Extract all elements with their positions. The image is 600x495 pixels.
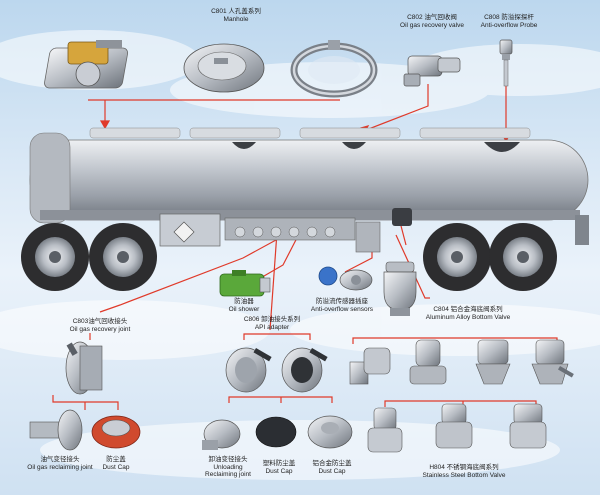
rear-bumper [575,215,589,245]
oil-gas-recovery-valve [403,55,461,87]
label-unloading-joint-en2: Reclaiming joint [205,471,251,478]
label-probe-en: Anti-overflow Probe [480,21,538,29]
label-oil-shower: 防油器 Oil shower [214,298,274,313]
label-stainless-valve: H804 不锈钢海底阀系列 Stainless Steel Bottom Val… [408,464,520,479]
label-api-adapter: C806 卸油接头系列 API adapter [236,316,308,331]
label-dust-cap-1-cn: 防尘盖 [106,456,126,463]
dust-cap-plastic [255,416,297,448]
tanker-truck [21,127,589,291]
label-bottom-valve-en: Aluminum Alloy Bottom Valve [425,313,511,321]
manhole-cover-round [183,43,265,93]
label-unloading-joint-cn: 卸油变径接头 [208,456,248,463]
oil-shower-device [219,270,271,297]
bottom-valve-row-stainless [367,403,547,453]
unloading-reclaiming-joint [202,419,241,450]
oil-gas-reclaiming-joint [29,409,83,451]
label-recovery-valve: C802 油气回收阀 Oil gas recovery valve [388,14,476,29]
label-manhole: C801 人孔盖系列 Manhole [196,8,276,23]
label-dust-cap-2-en: Dust Cap [265,467,293,475]
label-manhole-code: C801 人孔盖系列 [211,8,261,15]
wheels [21,223,557,291]
label-sensors-en: Anti-overflow sensors [310,305,374,313]
dust-cap-aluminum [307,415,353,449]
label-dust-cap-3-cn: 铝合金防尘盖 [312,460,352,467]
label-dust-cap-2-cn: 塑料防尘盖 [262,460,296,467]
bottom-valve-row-aluminum [349,339,574,385]
label-bottom-valve: C804 铝合金海底阀系列 Aluminum Alloy Bottom Valv… [416,306,520,321]
label-stainless-valve-code: H804 不锈钢海底阀系列 [429,464,499,471]
aluminum-alloy-bottom-valve [383,261,417,316]
label-probe: C808 防溢探探杆 Anti-overflow Probe [472,14,546,29]
label-dust-cap-2: 塑料防尘盖 Dust Cap [254,460,304,475]
label-oil-shower-en: Oil shower [228,305,260,313]
api-adapter-left [225,347,272,393]
label-dust-cap-1: 防尘盖 Dust Cap [96,456,136,471]
label-sensors-cn: 防溢流传感器插座 [316,298,368,305]
manhole-cover-ring [290,40,378,98]
label-api-adapter-code: C806 卸油接头系列 [243,316,301,323]
label-unloading-joint: 卸油变径接头 Unloading Reclaiming joint [196,456,260,479]
dust-cap-red [91,415,141,449]
label-dust-cap-3-en: Dust Cap [318,467,346,475]
label-bottom-valve-code: C804 铝合金海底阀系列 [433,306,503,313]
label-recovery-valve-code: C802 油气回收阀 [407,14,457,21]
label-probe-code: C808 防溢探探杆 [484,14,534,21]
label-recovery-joint-code: C803油气回收接头 [72,318,128,325]
label-manhole-en: Manhole [223,15,249,23]
oil-gas-recovery-joint [65,341,103,395]
label-dust-cap-1-en: Dust Cap [102,463,130,471]
label-dust-cap-3: 铝合金防尘盖 Dust Cap [304,460,360,475]
label-reclaiming-joint-cn: 油气变径接头 [40,456,80,463]
label-oil-shower-cn: 防油器 [234,298,254,305]
label-api-adapter-en: API adapter [254,323,290,331]
api-adapter-right [281,347,328,393]
label-unloading-joint-en1: Unloading [213,463,243,471]
anti-overflow-sensor-socket [318,266,373,291]
manhole-cover-square [44,40,129,89]
label-sensors: 防溢流传感器插座 Anti-overflow sensors [300,298,384,313]
label-recovery-valve-en: Oil gas recovery valve [400,21,464,29]
label-stainless-valve-en: Stainless Steel Bottom Valve [422,471,506,479]
label-recovery-joint-en: Oil gas recovery joint [69,325,131,333]
label-reclaiming-joint-en: Oil gas reclaiming joint [27,463,93,471]
label-recovery-joint: C803油气回收接头 Oil gas recovery joint [60,318,140,333]
anti-overflow-probe [499,39,513,87]
label-reclaiming-joint: 油气变径接头 Oil gas reclaiming joint [22,456,98,471]
